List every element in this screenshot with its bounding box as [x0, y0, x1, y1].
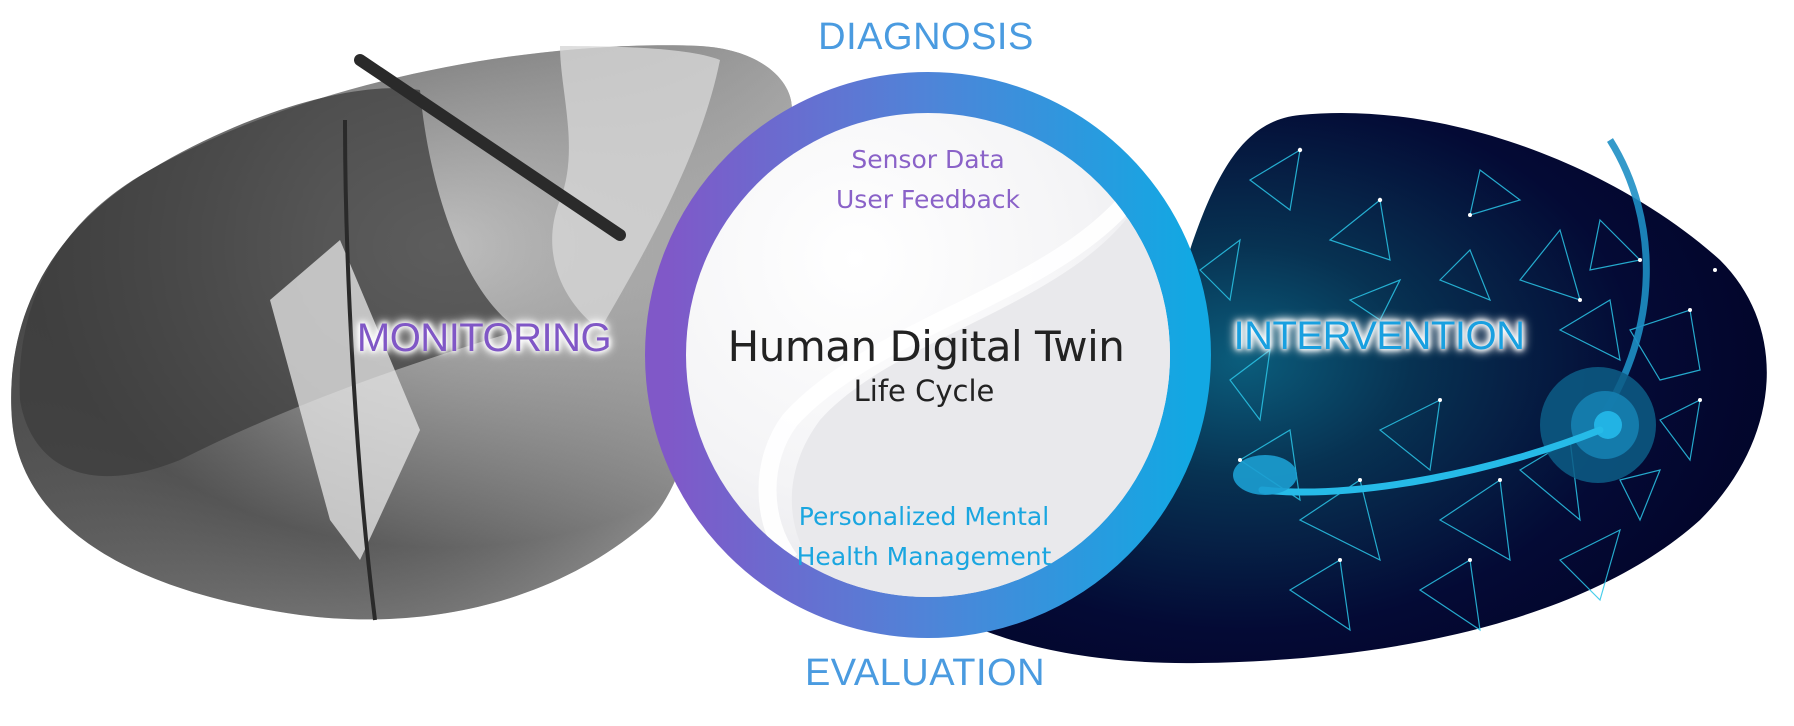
phase-label-intervention: INTERVENTION [1233, 314, 1525, 358]
outcome-line-2: Health Management [796, 542, 1052, 571]
phase-label-monitoring: MONITORING [356, 316, 612, 360]
diagram-subtitle: Life Cycle [853, 374, 995, 408]
life-cycle-ring [645, 72, 1211, 638]
outcome-line-1: Personalized Mental [798, 502, 1050, 531]
monitoring-photo-blob [11, 45, 792, 621]
intervention-photo-blob [960, 112, 1767, 664]
phase-label-evaluation: EVALUATION [804, 652, 1046, 694]
inputs-line-user-feedback: User Feedback [836, 185, 1020, 214]
phase-label-diagnosis: DIAGNOSIS [818, 16, 1034, 58]
diagram-title: Human Digital Twin [727, 322, 1125, 371]
inputs-text: Sensor Data User Feedback [836, 140, 1020, 220]
outcome-text: Personalized Mental Health Management [797, 497, 1052, 577]
inputs-line-sensor-data: Sensor Data [851, 145, 1005, 174]
